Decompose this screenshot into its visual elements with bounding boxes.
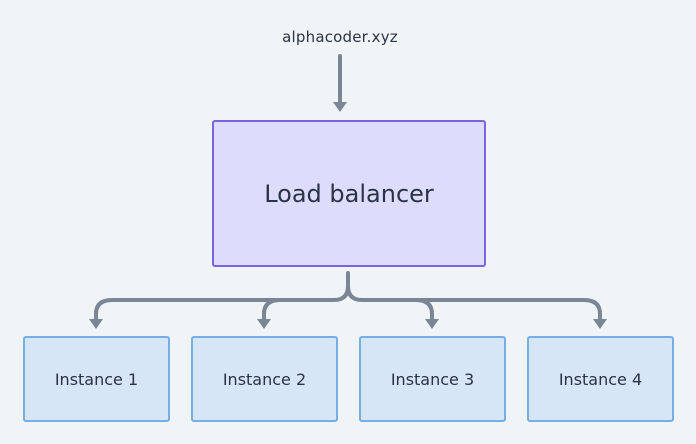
instance-box-1: Instance 1 bbox=[23, 336, 170, 422]
instance-box-4: Instance 4 bbox=[527, 336, 674, 422]
load-balancer-box: Load balancer bbox=[212, 120, 486, 267]
instance-label: Instance 4 bbox=[558, 369, 643, 389]
arrowhead-instance-4 bbox=[593, 319, 607, 329]
arrowhead-lb bbox=[333, 102, 347, 112]
arrow-branch-3 bbox=[414, 298, 434, 322]
instance-box-2: Instance 2 bbox=[191, 336, 338, 422]
arrowhead-instance-1 bbox=[89, 319, 103, 329]
arrow-branch-left bbox=[346, 284, 602, 322]
instance-box-3: Instance 3 bbox=[359, 336, 506, 422]
instance-label: Instance 1 bbox=[54, 369, 139, 389]
load-balancer-label: Load balancer bbox=[264, 179, 434, 208]
arrow-lb-trunk bbox=[94, 271, 350, 322]
instance-label: Instance 2 bbox=[222, 369, 307, 389]
domain-label: alphacoder.xyz bbox=[282, 28, 398, 46]
arrowhead-instance-3 bbox=[425, 319, 439, 329]
instance-label: Instance 3 bbox=[390, 369, 475, 389]
arrowhead-instance-2 bbox=[257, 319, 271, 329]
arrow-branch-2 bbox=[262, 298, 282, 322]
